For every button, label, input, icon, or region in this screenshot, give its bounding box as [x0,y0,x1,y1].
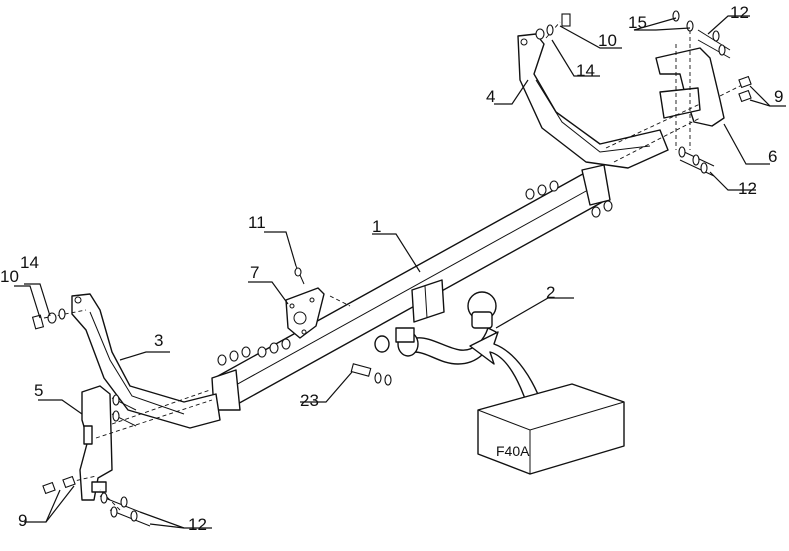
label-part-4: 4 [486,87,495,106]
f40a-box: F40A [477,383,625,475]
label-part-6: 6 [768,147,777,166]
socket-plate [285,287,325,339]
label-part-12-bottom-right: 12 [738,179,757,198]
label-part-3: 3 [154,331,163,350]
right-bracket [517,33,669,169]
left-bracket [71,293,221,429]
label-part-23: 23 [300,391,319,410]
label-part-9-left: 9 [18,511,27,530]
crossbar [211,164,611,411]
assembly-lines [43,21,745,511]
box-label: F40A [496,443,530,459]
label-part-5: 5 [34,381,43,400]
left-side-plate [79,385,113,501]
label-part-14-right: 14 [576,61,595,80]
label-part-15: 15 [628,13,647,32]
label-part-2: 2 [546,283,555,302]
label-part-10-left: 10 [0,267,19,286]
label-part-1: 1 [372,217,381,236]
leader-lines [14,15,786,529]
callout-labels: 1 2 3 4 5 6 7 9 9 10 10 11 12 12 12 14 1… [0,3,783,534]
label-part-11: 11 [248,213,266,232]
towball-assembly [374,291,497,365]
label-part-12-left: 12 [188,515,207,534]
label-part-9-right: 9 [774,87,783,106]
label-part-12-top-right: 12 [730,3,749,22]
fasteners [31,10,752,527]
label-part-7: 7 [250,263,259,282]
label-part-14-left: 14 [20,253,39,272]
curved-arrow [469,331,545,415]
label-part-10-right: 10 [598,31,617,50]
